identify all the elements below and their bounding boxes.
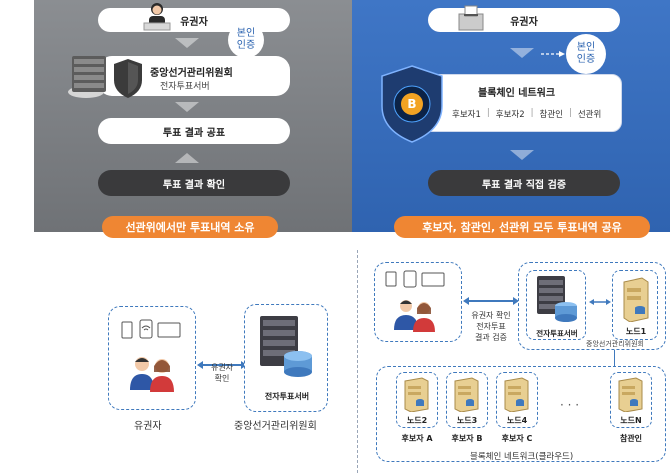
br-link-line1: 유권자 확인 xyxy=(471,311,511,320)
node1-server-icon xyxy=(623,277,649,322)
right-auth-circle: 본인 인증 xyxy=(566,34,606,74)
node4-label: 노드4 xyxy=(506,416,528,425)
right-network-label: 블록체인 네트워크 xyxy=(478,88,556,99)
bl-link-label: 유권자 확인 xyxy=(204,362,240,384)
right-auth-line2: 인증 xyxy=(576,54,596,65)
node3-server-icon xyxy=(454,377,479,412)
bl-link-line1: 유권자 xyxy=(210,363,234,372)
right-auth-line1: 본인 xyxy=(576,42,596,53)
vertical-divider xyxy=(357,250,358,473)
right-banner-label: 후보자, 참관인, 선관위 모두 투표내역 공유 xyxy=(422,221,622,234)
member-3: 참관인 xyxy=(539,110,563,120)
server-shield-icon xyxy=(68,56,142,98)
br-vertical-link xyxy=(614,350,615,366)
left-announce-pill: 투표 결과 공표 xyxy=(98,118,290,144)
left-voter-label: 유권자 xyxy=(180,16,208,28)
owner-observer-label: 참관인 xyxy=(619,434,643,443)
right-verify-pill: 투표 결과 직접 검증 xyxy=(428,170,620,196)
node3-label: 노드3 xyxy=(456,416,478,425)
noden-server-icon xyxy=(618,377,643,412)
svg-text:B: B xyxy=(407,97,416,111)
bl-nec-label: 중앙선거관리위원회 xyxy=(234,421,317,432)
br-link-line2: 전자투표 xyxy=(476,322,506,331)
noden-label: 노드N xyxy=(620,416,642,425)
left-confirm-label: 투표 결과 확인 xyxy=(162,179,226,191)
left-voter-pill: 유권자 xyxy=(98,8,290,32)
right-members: 후보자1| 후보자2| 참관인| 선관위 xyxy=(452,108,602,120)
cloud-label: 블록체인 네트워크(클라우드) xyxy=(470,452,574,462)
br-link-arrow xyxy=(463,297,519,305)
member-4: 선관위 xyxy=(577,110,602,120)
left-arrow-1 xyxy=(175,38,199,48)
right-arrow-2 xyxy=(510,150,534,160)
br-devices-people-icon xyxy=(385,270,445,332)
right-verify-label: 투표 결과 직접 검증 xyxy=(481,179,567,191)
node4-server-icon xyxy=(504,377,529,412)
owner-c-label: 후보자 C xyxy=(501,434,533,443)
bl-link-line2: 확인 xyxy=(214,374,230,383)
bl-server-label: 전자투표서버 xyxy=(264,392,310,401)
right-dash-arrow xyxy=(541,51,565,57)
br-server-icon xyxy=(537,276,577,322)
bl-server-icon xyxy=(260,316,312,377)
left-confirm-pill: 투표 결과 확인 xyxy=(98,170,290,196)
member-1: 후보자1 xyxy=(452,110,481,120)
left-banner-label: 선관위에서만 투표내역 소유 xyxy=(125,221,255,234)
left-server-label: 전자투표서버 xyxy=(160,82,210,92)
bl-voter-label: 유권자 xyxy=(134,421,162,432)
left-auth-circle: 본인 인증 xyxy=(228,22,264,58)
right-voter-label: 유권자 xyxy=(510,16,538,28)
left-auth-line2: 인증 xyxy=(236,40,256,51)
left-announce-label: 투표 결과 공표 xyxy=(162,127,226,139)
ballot-box-icon xyxy=(458,5,484,31)
bitcoin-shield-icon: B xyxy=(381,65,443,143)
left-panel xyxy=(34,0,352,232)
br-server-label: 전자투표서버 xyxy=(536,329,578,338)
left-banner: 선관위에서만 투표내역 소유 xyxy=(102,216,278,238)
right-banner: 후보자, 참관인, 선관위 모두 투표내역 공유 xyxy=(394,216,650,238)
owner-a-label: 후보자 A xyxy=(401,434,433,443)
node2-server-icon xyxy=(404,377,429,412)
bl-devices-people-icon xyxy=(121,319,181,392)
left-arrow-up xyxy=(175,153,199,163)
br-nec-label: 중앙선거관리위원회 xyxy=(586,340,644,348)
br-node1-label: 노드1 xyxy=(625,327,647,336)
member-2: 후보자2 xyxy=(495,110,525,120)
br-node1-arrow xyxy=(589,299,611,305)
br-link-label: 유권자 확인 전자투표 결과 검증 xyxy=(464,310,518,343)
br-link-line3: 결과 검증 xyxy=(475,333,507,342)
left-arrow-2 xyxy=(175,102,199,112)
left-auth-line1: 본인 xyxy=(236,28,256,39)
right-arrow-1 xyxy=(510,48,534,58)
voter-person-icon xyxy=(143,3,171,31)
node-ellipsis: · · · xyxy=(560,398,580,412)
owner-b-label: 후보자 B xyxy=(451,434,483,443)
node2-label: 노드2 xyxy=(406,416,428,425)
left-nec-label: 중앙선거관리위원회 xyxy=(150,68,233,79)
